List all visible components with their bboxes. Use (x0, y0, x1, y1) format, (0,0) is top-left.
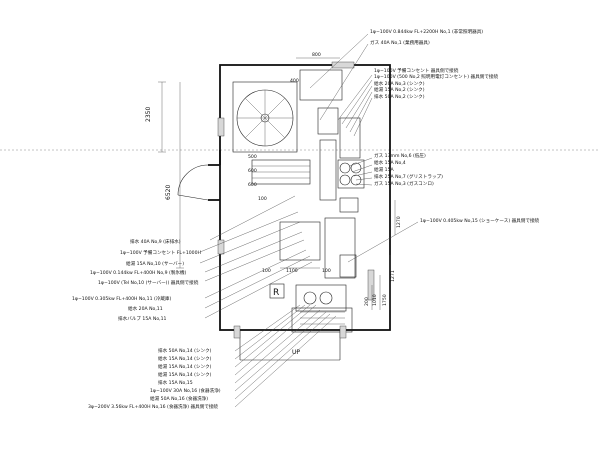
kitchen-equipment (233, 69, 365, 361)
spiral-staircase (232, 81, 298, 153)
label-right: ガス 15A No,3 (ガスコンロ) (374, 180, 434, 187)
label-left: 1φ−100V 予備コンセント FL+1000H (120, 249, 201, 256)
label-left: 排水バルブ 15A No,11 (118, 315, 167, 322)
label-right: 1φ−100V (500 No,2 照明用電灯コンセント) 器具側で接続 (374, 73, 498, 80)
dim-100b: 100 (262, 268, 271, 274)
entrance-door (177, 164, 209, 201)
label-left: 排水 40A No,9 (床排水) (130, 238, 181, 245)
dim-800: 800 (312, 52, 321, 58)
leader-lines-right (309, 33, 419, 263)
dim-1750: 1750 (382, 294, 388, 306)
dim-1270: 1270 (396, 216, 402, 228)
label-left: 1φ−100V 0.305kw FL+400H No,11 (冷蔵庫) (72, 295, 172, 302)
label-right: 排水 25A No,7 (グリストラップ) (374, 173, 443, 180)
label-bottom: 給水 15A No,14 (シンク) (158, 355, 212, 362)
label-right: 1φ−100V 0.405kw No,15 (ショーケース) 器具側で接続 (420, 217, 540, 224)
dim-1271: 1271 (390, 270, 396, 282)
dim-100a: 100 (258, 196, 267, 202)
label-left: 1φ−100V (Tel No,10 (サーバー)) 器具側で接続 (98, 279, 199, 286)
dim-1010: 1010 (372, 294, 378, 306)
label-right: 排水 50A No,2 (シンク) (374, 93, 425, 100)
mark-up: UP (292, 349, 300, 356)
dim-1100: 1100 (286, 268, 298, 274)
label-bottom: 排水 15A No,15 (158, 379, 193, 386)
dim-600b: 600 (248, 182, 257, 188)
leader-lines-left (199, 195, 313, 319)
label-right: 給湯 15A (374, 166, 394, 173)
labels-left: 排水 40A No,9 (床排水) 1φ−100V 予備コンセント FL+100… (72, 238, 201, 322)
label-right: ガス 40A No,1 (業務用器具) (370, 39, 430, 46)
label-left: 給水 20A No,11 (128, 305, 163, 312)
label-bottom: 排水 50A No,14 (シンク) (158, 347, 212, 354)
dim-2350: 2350 (145, 107, 152, 122)
label-right: 給湯 15A No,2 (シンク) (374, 86, 425, 93)
dim-600a: 600 (248, 168, 257, 174)
label-right: 1φ−100V 0.844kw FL+2200H No,1 (非常照明器具) (370, 28, 483, 35)
label-bottom: 給湯 15A No,14 (シンク) (158, 371, 212, 378)
label-right: 1φ−100V 予備コンセント 器具側で接続 (374, 67, 459, 74)
mark-r: R (273, 288, 279, 298)
label-right: ガス 13mm No,6 (低圧) (374, 152, 426, 159)
label-left: 給湯 15A No,10 (サーバー) (126, 260, 184, 267)
labels-right: 1φ−100V 0.844kw FL+2200H No,1 (非常照明器具) ガ… (370, 28, 540, 224)
label-right: 給水 20A No,3 (シンク) (374, 80, 425, 87)
dim-200: 200 (364, 297, 370, 306)
label-right: 給水 15A No,4 (374, 159, 406, 166)
label-bottom: 1φ−100V 30A No,16 (食器洗浄) (150, 387, 221, 394)
label-bottom: 給湯 15A No,14 (シンク) (158, 363, 212, 370)
leader-lines-bottom (234, 304, 337, 408)
dimension-lines (158, 57, 396, 310)
label-bottom: 給湯 50A No,16 (食器洗浄) (150, 395, 208, 402)
label-left: 1φ−100V 0.144kw FL+400H No,9 (製氷機) (90, 269, 187, 276)
dim-400: 400 (290, 78, 299, 84)
dim-100c: 100 (322, 268, 331, 274)
labels-bottom: 排水 50A No,14 (シンク) 給水 15A No,14 (シンク) 給湯… (88, 347, 221, 410)
dim-6520: 6520 (165, 185, 172, 200)
label-bottom: 3φ−200V 3.56kw FL+400H No,16 (食器洗浄) 器具側で… (88, 403, 218, 410)
building-walls (208, 61, 391, 331)
dim-500: 500 (248, 154, 257, 160)
